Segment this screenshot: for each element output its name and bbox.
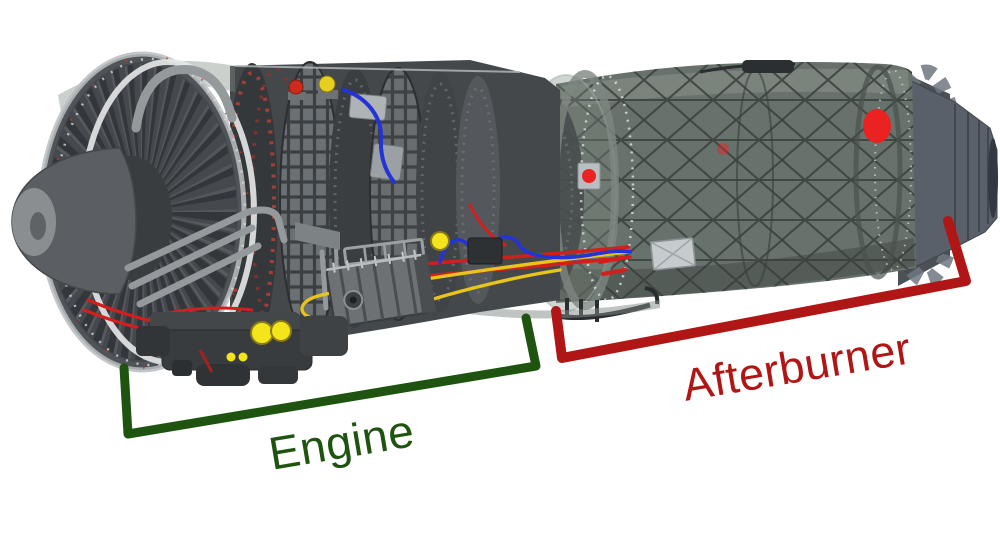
duct-lattice xyxy=(556,62,916,303)
afterburner-label: Afterburner xyxy=(679,322,915,410)
engine-label: Engine xyxy=(265,404,418,479)
junction-box-silver xyxy=(650,237,696,271)
spinner-cone xyxy=(11,147,137,295)
afterburner-bracket xyxy=(551,216,971,363)
yellow-cap-icon xyxy=(318,75,336,93)
engine-control-box xyxy=(325,249,437,328)
red-marker-dot-large xyxy=(863,109,891,143)
yellow-connectors xyxy=(226,231,450,362)
accessory-gearbox xyxy=(136,231,450,386)
yellow-cable xyxy=(300,250,630,322)
red-marker-dots xyxy=(582,109,891,183)
red-cap-icon xyxy=(288,79,304,95)
yellow-connector-casing xyxy=(430,231,450,251)
engine-bracket xyxy=(119,313,541,439)
pipe-manifold xyxy=(295,222,340,250)
piping xyxy=(124,64,340,311)
junction-box-dark xyxy=(467,237,503,265)
